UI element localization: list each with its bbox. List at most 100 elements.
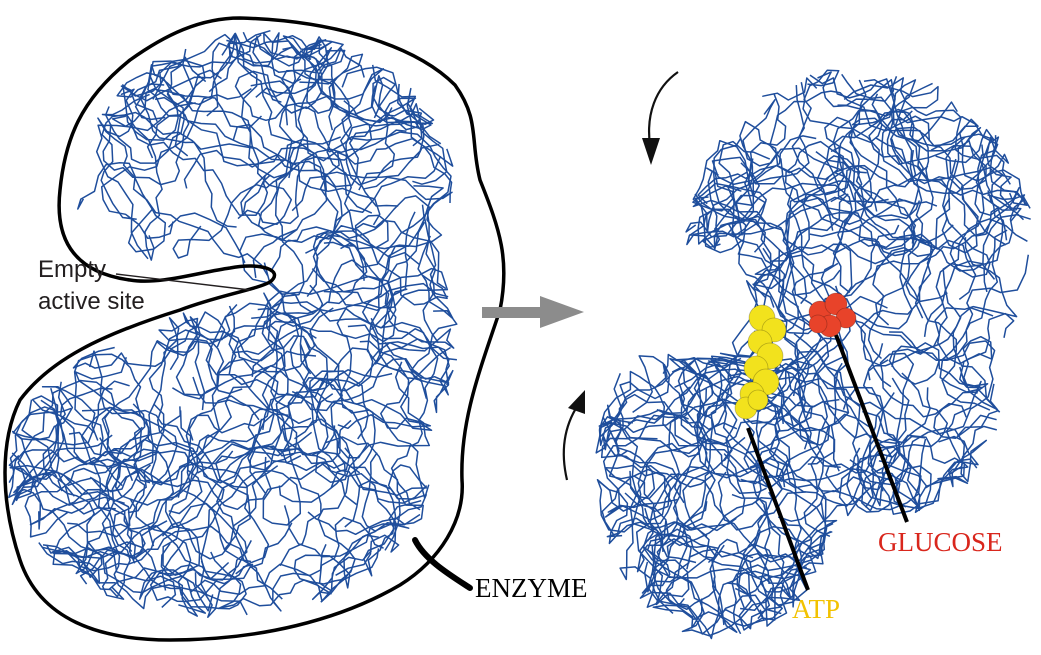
- backbone-chain: [312, 155, 442, 312]
- backbone-chain: [720, 330, 775, 585]
- backbone-chain: [296, 442, 400, 576]
- rotation-arrow-top: [642, 71, 679, 165]
- backbone-chain: [679, 356, 783, 494]
- backbone-chain: [200, 560, 353, 610]
- backbone-chain: [194, 460, 270, 618]
- backbone-chain: [841, 73, 1000, 237]
- backbone-chain: [892, 465, 969, 514]
- backbone-chain: [370, 317, 439, 511]
- backbone-chain: [135, 478, 247, 610]
- backbone-chain: [344, 480, 422, 577]
- backbone-chain: [101, 93, 163, 261]
- backbone-chain: [888, 307, 994, 385]
- backbone-chain: [269, 224, 448, 306]
- backbone-chain: [762, 172, 916, 262]
- backbone-chain: [183, 149, 343, 298]
- backbone-chain: [742, 502, 832, 580]
- backbone-chain: [809, 230, 991, 411]
- backbone-chain: [842, 340, 996, 435]
- backbone-chain: [205, 284, 324, 425]
- backbone-chain: [959, 335, 998, 411]
- backbone-chain: [206, 42, 377, 117]
- backbone-chain: [851, 117, 924, 326]
- backbone-chain: [162, 418, 263, 585]
- backbone-chain: [327, 176, 453, 304]
- backbone-chain: [749, 90, 931, 185]
- backbone-chain: [161, 502, 327, 612]
- transition-arrow-head: [540, 296, 584, 328]
- enzyme-label: ENZYME: [475, 573, 588, 603]
- backbone-chain: [232, 83, 425, 179]
- backbone-chain: [120, 33, 242, 122]
- backbone-chain: [228, 340, 428, 504]
- backbone-chain: [871, 93, 977, 300]
- transition-arrow: [482, 296, 584, 328]
- glucose-label: GLUCOSE: [878, 527, 1003, 557]
- backbone-chain: [247, 408, 322, 567]
- enzyme-outline: [3, 16, 506, 642]
- rotation-arrow-bottom: [562, 390, 585, 481]
- backbone-chain: [762, 249, 862, 484]
- backbone-chain: [868, 79, 958, 164]
- backbone-chain: [793, 333, 927, 512]
- backbone-chain: [86, 540, 207, 614]
- backbone-chain: [188, 370, 369, 441]
- transition-arrow-shaft: [482, 307, 542, 318]
- glucose-molecule: [808, 292, 857, 338]
- backbone-chain: [299, 53, 399, 207]
- backbone-chain: [220, 301, 422, 380]
- backbone-chain: [74, 357, 136, 564]
- backbone-chain: [59, 387, 175, 547]
- atp-label-pointer: [746, 427, 810, 591]
- empty-active-site-label-line1: Empty: [38, 256, 107, 283]
- backbone-chain: [261, 233, 368, 431]
- backbone-chain: [606, 404, 737, 531]
- backbone-chain: [832, 108, 1011, 185]
- backbone-chain: [40, 399, 103, 579]
- backbone-chain: [155, 316, 317, 396]
- backbone-chain: [215, 358, 279, 550]
- backbone-chain: [315, 195, 443, 250]
- backbone-chain: [319, 152, 428, 399]
- backbone-chain: [242, 100, 373, 230]
- backbone-chain: [689, 182, 853, 294]
- backbone-chain: [263, 262, 346, 503]
- backbone-chain: [668, 375, 850, 504]
- backbone-chain: [800, 82, 954, 244]
- backbone-chain: [167, 212, 394, 331]
- backbone-chain: [12, 385, 99, 441]
- backbone-chain: [344, 447, 428, 531]
- backbone-chain: [149, 61, 263, 157]
- backbone-chain: [749, 377, 910, 468]
- backbone-chain: [337, 346, 452, 430]
- backbone-chain: [315, 361, 431, 483]
- backbone-chain: [168, 434, 357, 515]
- backbone-chain: [768, 426, 874, 508]
- backbone-chain: [752, 79, 867, 308]
- backbone-chain: [8, 380, 151, 484]
- backbone-chain: [95, 102, 196, 260]
- backbone-chain: [653, 453, 753, 601]
- backbone-chain: [358, 76, 417, 191]
- backbone-chain: [291, 341, 450, 412]
- backbone-chain: [120, 88, 269, 216]
- backbone-chain: [317, 47, 385, 142]
- backbone-chain: [886, 110, 987, 191]
- backbone-chain: [77, 161, 269, 277]
- backbone-chain: [146, 115, 381, 226]
- backbone-chain: [13, 381, 66, 496]
- backbone-chain: [686, 543, 817, 609]
- enzyme-structure-open: [8, 29, 458, 618]
- backbone-chain: [232, 326, 368, 459]
- backbone-chain: [894, 82, 979, 254]
- backbone-chain: [282, 35, 346, 131]
- backbone-chain: [238, 219, 447, 290]
- backbone-chain: [639, 561, 795, 640]
- backbone-chain: [149, 542, 230, 617]
- backbone-chain: [858, 224, 934, 388]
- backbone-chain: [843, 77, 1025, 221]
- backbone-chain: [598, 370, 698, 447]
- backbone-chain: [677, 359, 776, 462]
- backbone-chain: [283, 452, 410, 558]
